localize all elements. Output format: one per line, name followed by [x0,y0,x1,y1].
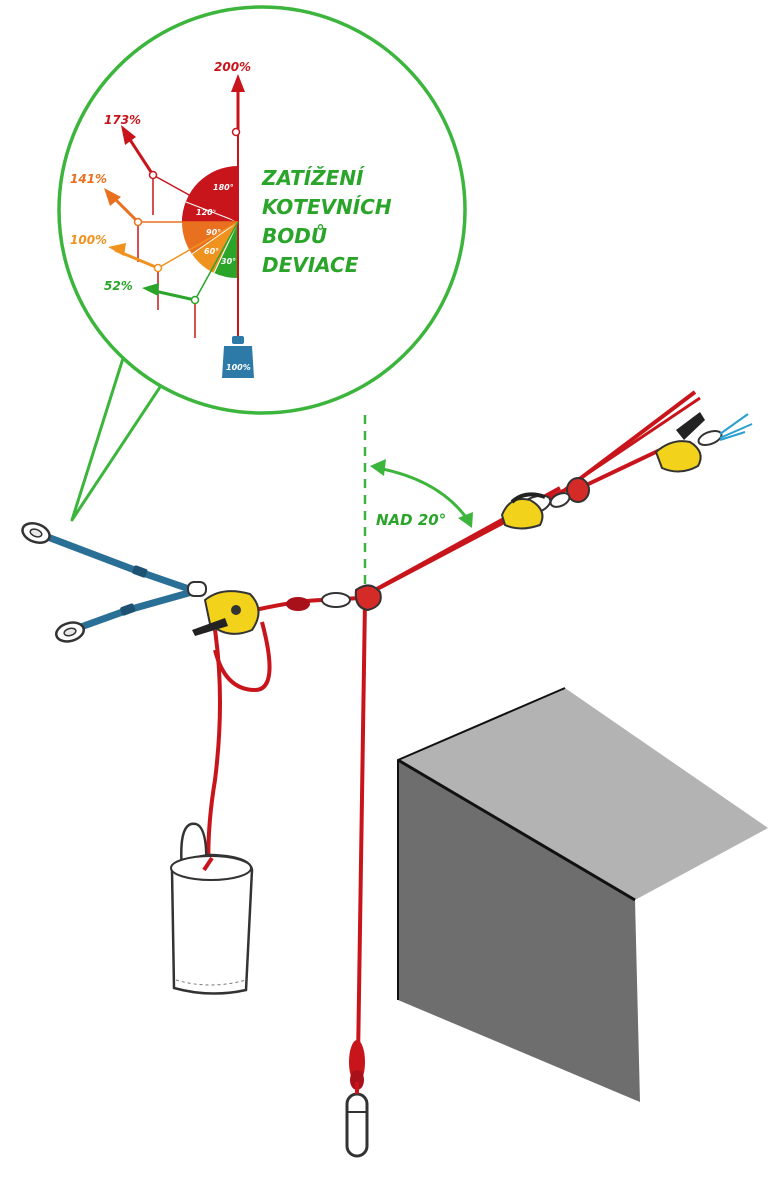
title-line-2: KOTEVNÍCH [262,195,392,219]
angle-label-120: 120° [196,208,217,217]
load-label-173: 173% [104,113,141,127]
callout-circle [57,5,467,415]
load-label-141: 141% [70,172,107,186]
angle-label-60: 60° [204,247,219,256]
deviation-angle-mark: NAD 20° [363,415,473,585]
force-60: 100% [70,221,239,310]
force-120: 173% [104,113,239,223]
angle-label-90: 90° [206,228,221,237]
wall-top-face [398,688,768,900]
rope-bag [170,822,254,995]
anchor-sling [21,522,196,643]
wall-side-face [398,760,640,1102]
weight-label: 100% [226,363,251,372]
angle-label-30: 30° [221,257,236,266]
load-label-100: 100% [70,233,107,247]
title-line-3: BODŮ [262,224,327,248]
anchor-hanger-bottom [55,621,85,643]
hanging-rope [356,599,367,1061]
rope-loop [213,621,272,693]
deviation-pulley [321,584,382,612]
deviation-angle-label: NAD 20° [376,511,446,529]
bottom-carabiner [345,1082,369,1158]
rope-grab-pulley [549,477,590,508]
angle-arc-arrow [377,466,470,521]
title-line-4: DEVIACE [262,253,359,277]
bag-rope [206,629,222,891]
load-label-52: 52% [104,279,133,293]
wall-block [397,687,768,1102]
callout-title: ZATÍŽENÍ KOTEVNÍCH BODŮ DEVIACE [261,166,392,277]
anchor-hanger-top [21,522,51,544]
load-label-200: 200% [214,60,251,74]
force-180: 200% [214,60,251,222]
fan-sector-30 [214,222,238,279]
wall-front-edge [397,758,636,902]
weight-icon: 100% [222,318,254,378]
callout-pointer [70,351,170,522]
force-30: 52% [104,221,239,338]
title-line-1: ZATÍŽENÍ [261,166,365,190]
force-90: 141% [70,172,238,262]
rope-clamp-1 [500,492,552,530]
upper-device [654,412,753,473]
descender-device [187,581,260,636]
callout-bubble: 180° 120° 90° 60° 30° 200% 173% [57,5,467,522]
angle-label-180: 180° [213,183,234,192]
fan-sector-60 [192,222,238,273]
